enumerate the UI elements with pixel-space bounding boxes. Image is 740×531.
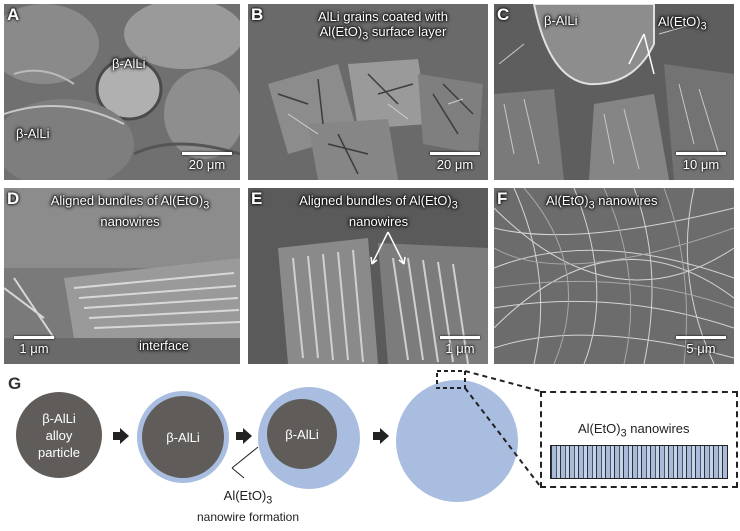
panel-b-caption: AlLi grains coated with Al(EtO)3 surface… xyxy=(288,9,478,45)
beta-alli-label: β-AlLi xyxy=(16,126,50,141)
beta-alli-label: β-AlLi xyxy=(112,56,146,71)
formation-label: Al(EtO)3 nanowire formation xyxy=(196,488,300,524)
panel-label: E xyxy=(251,189,263,208)
panel-a-texture xyxy=(4,4,240,180)
scale-bar: 10 μm xyxy=(676,152,726,172)
stage-alloy-particle: β-AlLi alloy particle xyxy=(16,392,102,478)
stage-text: β-AlLi xyxy=(285,426,319,442)
panel-label: D xyxy=(7,189,20,208)
caption-line: AlLi grains coated with xyxy=(317,9,449,24)
scale-bar: 5 μm xyxy=(676,336,726,356)
panel-b-micrograph: B AlLi grains coated with Al(EtO)3 surfa… xyxy=(248,4,488,180)
panel-f-caption: Al(EtO)3 nanowires xyxy=(546,193,658,212)
panel-a-micrograph: A β-AlLi β-AlLi 20 μm xyxy=(4,4,240,180)
panel-label: F xyxy=(497,189,508,208)
panel-label: A xyxy=(7,5,20,24)
panel-e-caption: Aligned bundles of Al(EtO)3 nanowires xyxy=(299,193,458,229)
subscript: 3 xyxy=(362,30,369,43)
scale-bar: 20 μm xyxy=(182,152,232,172)
stage-thick-coating: β-AlLi xyxy=(258,387,360,489)
panel-f-micrograph: F Al(EtO)3 nanowires 5 μm xyxy=(494,188,734,364)
nanowire-zoom-inset: Al(EtO)3 nanowires xyxy=(540,391,738,488)
stage-full-nanowire-particle xyxy=(396,380,518,502)
stage-text: particle xyxy=(38,444,80,460)
interface-label: interface xyxy=(139,338,189,353)
coating-label: Al(EtO)3 xyxy=(658,14,707,33)
caption-tail: surface layer xyxy=(368,24,447,39)
panel-d-texture xyxy=(4,188,240,364)
panel-e-micrograph: E Aligned bundles of Al(EtO)3 nanowires … xyxy=(248,188,488,364)
stage-thin-coating: β-AlLi xyxy=(137,391,229,483)
panel-label: B xyxy=(251,5,264,24)
stage-text: alloy xyxy=(45,427,73,443)
panel-d-micrograph: D Aligned bundles of Al(EtO)3 nanowires … xyxy=(4,188,240,364)
panel-label: G xyxy=(8,374,22,393)
pointer-arrows-icon xyxy=(370,231,406,265)
panel-d-caption: Aligned bundles of Al(EtO)3 nanowires xyxy=(50,193,210,229)
beta-alli-label: β-AlLi xyxy=(544,13,578,28)
panel-b-texture xyxy=(248,4,488,180)
scale-bar: 20 μm xyxy=(430,152,480,172)
panel-c-texture xyxy=(494,4,734,180)
panel-f-texture xyxy=(494,188,734,364)
scale-bar: 1 μm xyxy=(14,336,54,356)
stage-text: β-AlLi xyxy=(42,410,76,426)
caption-formula: Al(EtO) xyxy=(319,24,363,39)
stage-text: β-AlLi xyxy=(166,429,200,445)
panel-label: C xyxy=(497,5,510,24)
panel-c-micrograph: C β-AlLi Al(EtO)3 10 μm xyxy=(494,4,734,180)
inset-label: Al(EtO)3 nanowires xyxy=(578,421,690,440)
panel-e-texture xyxy=(248,188,488,364)
scale-bar: 1 μm xyxy=(440,336,480,356)
nanowire-array xyxy=(550,445,728,479)
